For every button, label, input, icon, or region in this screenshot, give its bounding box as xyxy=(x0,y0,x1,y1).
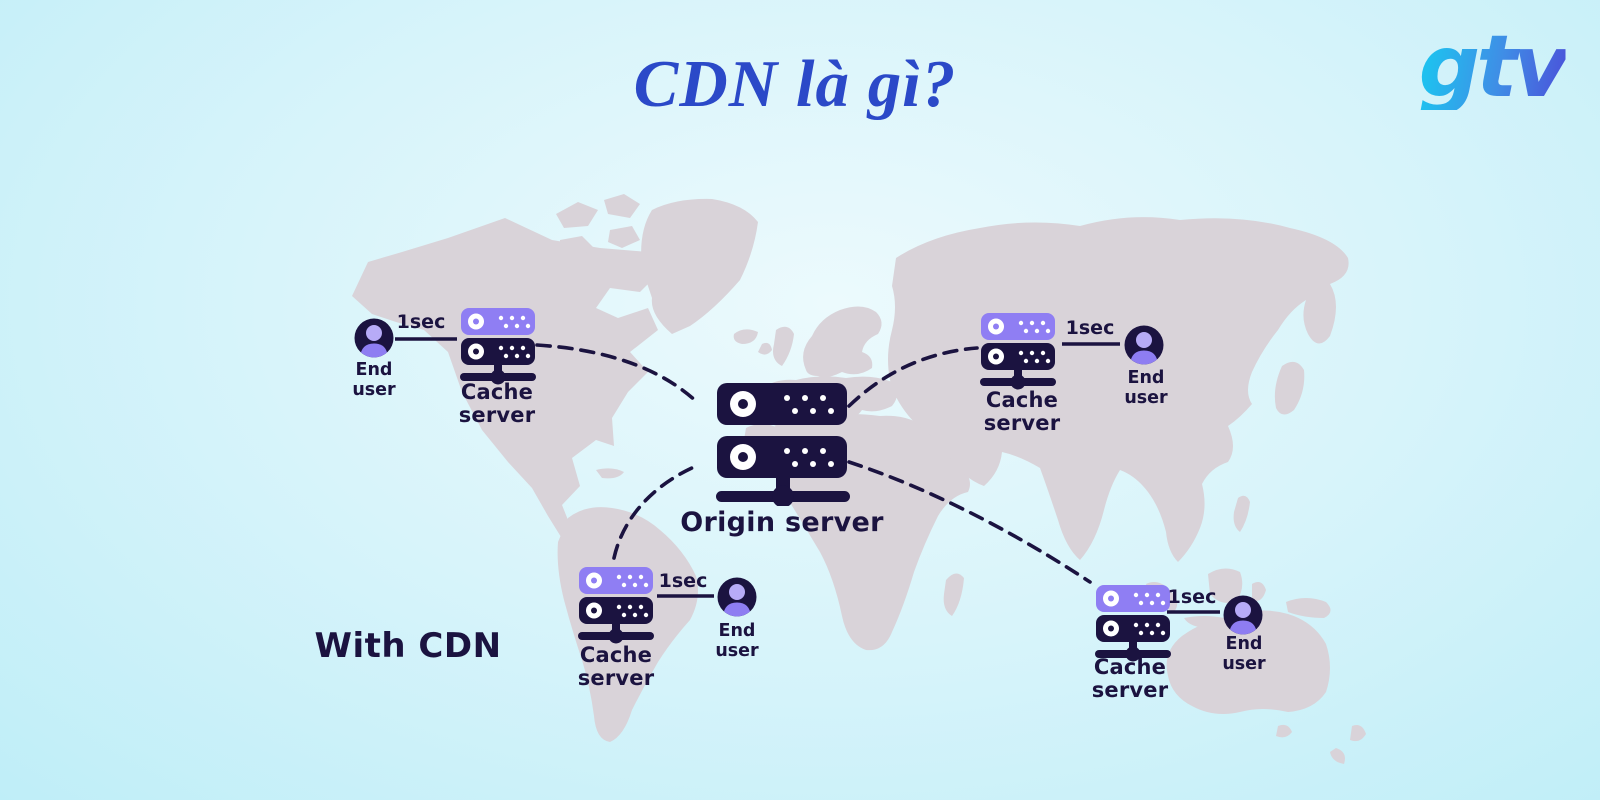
island-cuba xyxy=(596,468,624,479)
connection-origin-south-america xyxy=(612,465,696,560)
continent-asia xyxy=(888,217,1349,562)
connection-origin-north-america xyxy=(535,343,701,406)
latency-label-east-asia: 1sec xyxy=(1065,317,1115,339)
end-user-label-north-america: End user xyxy=(352,360,396,401)
world-map xyxy=(352,194,1366,764)
islands-new-zealand xyxy=(1330,725,1366,764)
cache-server-icon-oceania xyxy=(1095,585,1171,662)
cache-server-label-south-america: Cache server xyxy=(577,643,655,691)
island-iceland xyxy=(733,329,758,344)
latency-links xyxy=(395,337,1220,614)
page-title: CDN là gì? xyxy=(633,47,957,121)
connection-origin-east-asia xyxy=(847,346,979,408)
cdn-connections xyxy=(535,343,1092,584)
islands-japan xyxy=(1233,361,1305,532)
gtv-logo: gtv xyxy=(1418,17,1570,117)
island-madagascar xyxy=(943,573,964,616)
continent-north-america xyxy=(352,218,662,548)
cache-server-icon-south-america xyxy=(578,567,654,644)
scandinavia xyxy=(803,306,882,378)
latency-label-north-america: 1sec xyxy=(396,311,446,333)
continent-greenland xyxy=(641,198,758,334)
end-user-icon-south-america xyxy=(718,578,757,620)
end-user-label-east-asia: End user xyxy=(1124,368,1168,409)
latency-label-oceania: 1sec xyxy=(1167,586,1217,608)
cache-server-label-oceania: Cache server xyxy=(1091,655,1169,703)
cache-server-icon-east-asia xyxy=(980,313,1056,390)
connection-origin-oceania xyxy=(847,460,1092,584)
origin-server-label: Origin server xyxy=(680,507,884,538)
arctic-islands xyxy=(556,194,640,258)
end-user-icon-north-america xyxy=(355,319,394,361)
island-uk xyxy=(758,326,794,366)
with-cdn-caption: With CDN xyxy=(314,626,502,666)
cache-server-label-east-asia: Cache server xyxy=(983,388,1061,436)
cache-server-label-north-america: Cache server xyxy=(458,380,536,428)
end-user-label-oceania: End user xyxy=(1222,634,1266,675)
cache-server-icon-north-america xyxy=(460,308,536,385)
latency-label-south-america: 1sec xyxy=(658,570,708,592)
end-user-label-south-america: End user xyxy=(715,621,759,662)
continent-south-america xyxy=(557,507,698,742)
continent-australia xyxy=(1166,610,1330,738)
